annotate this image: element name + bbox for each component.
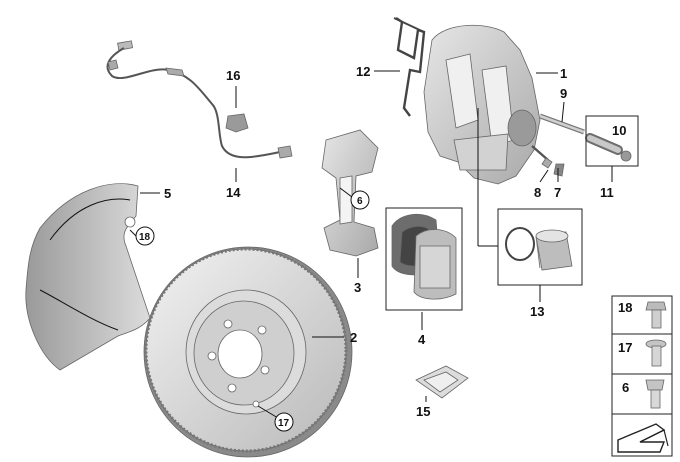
arrow-icon [617,423,669,453]
bolt-6 [645,379,665,409]
callout-17-circled: 17 [278,418,290,429]
pads-box [385,207,463,311]
callout-6-circled: 6 [357,196,363,207]
callout-8: 8 [534,185,541,200]
paste-sachet [415,365,469,399]
callout-15: 15 [416,404,430,419]
callout-5: 5 [164,186,171,201]
callout-7: 7 [554,185,561,200]
callout-10: 10 [612,123,626,138]
bolt-18 [645,301,667,329]
brake-pads [391,213,457,300]
callout-3: 3 [354,280,361,295]
spring-clip [393,17,426,117]
brake-disc [143,246,353,458]
caliper-housing [423,24,541,185]
bleeder-screw [531,145,565,177]
callout-4: 4 [418,332,426,347]
callout-2: 2 [350,330,357,345]
bolt-17 [645,339,667,367]
guide-bolt [539,113,585,135]
legend-18: 18 [618,300,632,315]
callout-16: 16 [226,68,240,83]
wear-sensor [106,40,293,159]
guide-sleeve [585,133,632,162]
legend-17: 17 [618,340,632,355]
callout-1: 1 [560,66,567,81]
callout-12: 12 [356,64,370,79]
legend-6: 6 [622,380,629,395]
callout-9: 9 [560,86,567,101]
callout-13: 13 [530,304,544,319]
piston-seal [505,227,573,271]
caliper-carrier [321,129,379,257]
hardware-box [611,295,673,457]
dust-shield [25,183,151,371]
callout-14: 14 [226,185,241,200]
callout-11: 11 [600,185,614,200]
callout-18-circled: 18 [139,232,151,243]
